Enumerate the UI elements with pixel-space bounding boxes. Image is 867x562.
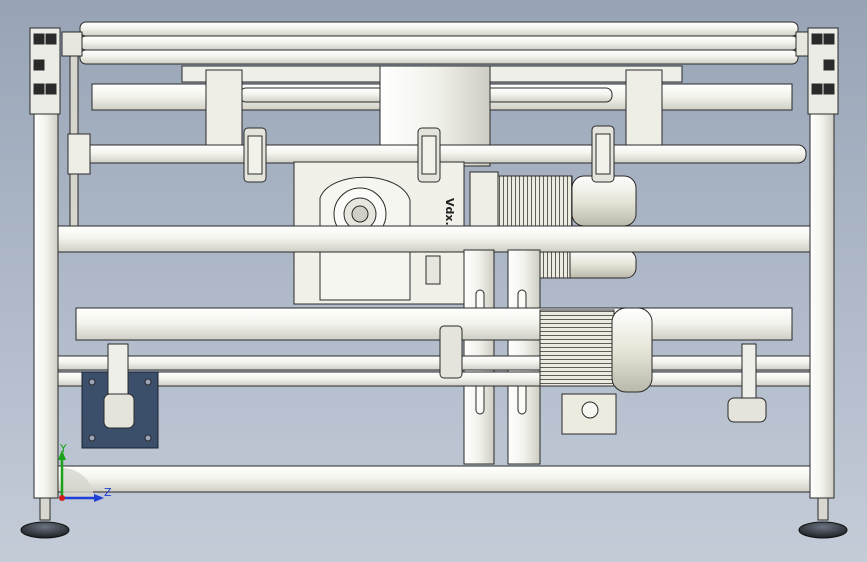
lower-guide-rails <box>57 355 811 387</box>
z-axis-label: Z <box>104 486 112 499</box>
sprocket-left <box>243 127 267 183</box>
lower-sprocket <box>439 325 463 379</box>
right-top-corner-profile <box>807 27 839 115</box>
left-top-corner-profile <box>29 27 61 115</box>
y-axis-label: Y <box>59 442 67 455</box>
left-vertical-post <box>33 113 59 499</box>
sprocket-right <box>591 125 615 183</box>
coordinate-triad: Y Z <box>58 442 112 502</box>
middle-crossbar <box>57 225 811 253</box>
lower-drive-motor <box>539 307 653 435</box>
left-mounting-bracket <box>81 343 159 449</box>
gearbox-nameplate: Vdx. <box>443 198 456 226</box>
right-cam-follower <box>727 343 767 423</box>
sprocket-center <box>417 127 441 183</box>
left-leveling-foot <box>20 497 70 539</box>
top-roller-assembly <box>61 21 817 65</box>
upper-drive-motor <box>469 171 637 279</box>
bottom-base-frame <box>57 465 811 493</box>
lower-platform-beam <box>75 307 793 341</box>
right-leveling-foot <box>798 497 848 539</box>
right-vertical-post <box>809 113 835 499</box>
